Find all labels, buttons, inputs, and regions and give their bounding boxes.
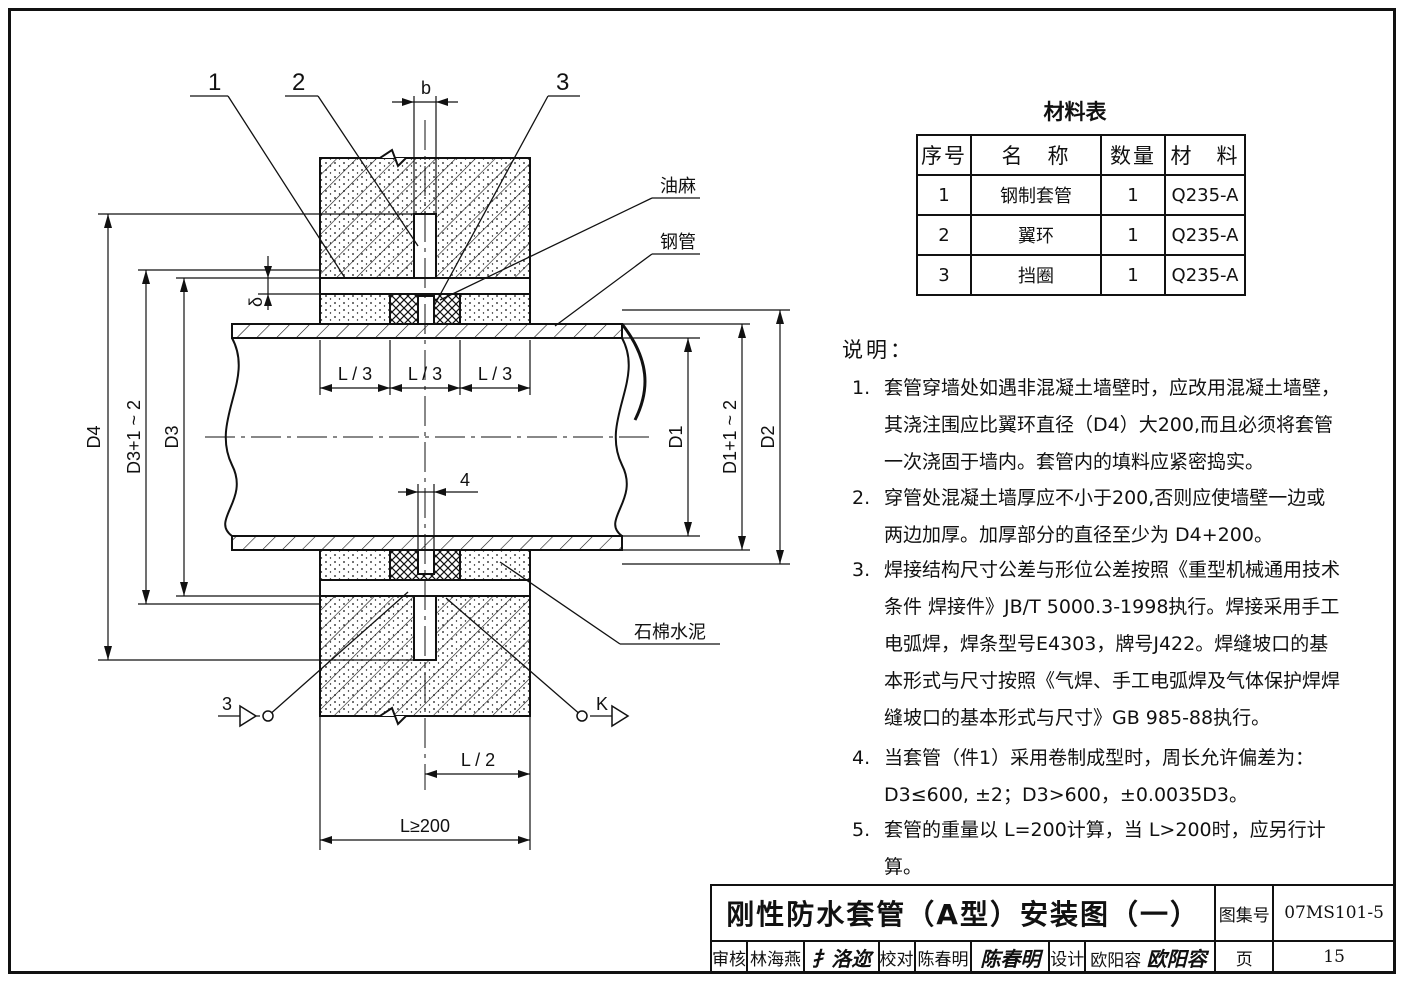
dim-4-label: 4: [460, 470, 470, 490]
steel-pipe: [224, 323, 647, 551]
reviewer-signature: 扌洛迩: [802, 940, 880, 974]
table-row: 3 挡圈 1 Q235-A: [916, 254, 1246, 296]
note-1-number: 1.: [852, 377, 871, 399]
callout-part-3: 3: [556, 69, 569, 96]
notes-heading: 说明：: [842, 338, 914, 362]
note-5: 5. 套管的重量以 L=200计算，当 L>200时，应另行计算。: [852, 812, 1342, 886]
design-label: 设计: [1048, 940, 1087, 974]
header-qty: 数量: [1100, 134, 1166, 176]
l3-dimensions: [319, 340, 531, 395]
note-5-number: 5.: [852, 819, 871, 841]
right-dimensions: [530, 309, 790, 565]
note-2-number: 2.: [852, 487, 871, 509]
asbestos-cement-top-right: [459, 293, 531, 325]
material-table: 序号 名 称 数量 材 料 1 钢制套管 1 Q235-A 2 翼环 1 Q23…: [916, 134, 1246, 296]
checker-name: 陈春明: [913, 940, 973, 974]
header-material: 材 料: [1164, 134, 1246, 176]
page-number: 15: [1272, 940, 1396, 974]
row1-material: Q235-A: [1164, 174, 1246, 216]
note-2: 2. 穿管处混凝土墙厚应不小于200,否则应使墙壁一边或两边加厚。加厚部分的直径…: [852, 480, 1342, 554]
row3-qty: 1: [1100, 254, 1166, 296]
dim-d2-label: D2: [758, 425, 778, 448]
dim-l3-c-label: L / 3: [478, 364, 512, 384]
left-dimension-arrows: [104, 214, 272, 660]
note-3-text: 焊接结构尺寸公差与形位公差按照《重型机械通用技术条件 焊接件》JB/T 5000…: [884, 559, 1341, 729]
label-oil-hemp: 油麻: [660, 176, 696, 196]
asbestos-cement-top-left: [319, 293, 391, 325]
row2-qty: 1: [1100, 214, 1166, 256]
break-mark-bottom: [379, 706, 407, 726]
row3-material: Q235-A: [1164, 254, 1246, 296]
note-5-text: 套管的重量以 L=200计算，当 L>200时，应另行计算。: [884, 819, 1326, 878]
section-left-label: 3: [222, 694, 232, 714]
row1-no: 1: [916, 174, 972, 216]
row2-no: 2: [916, 214, 972, 256]
retaining-ring-bottom: [417, 549, 435, 575]
dim-l3-b-label: L / 3: [408, 364, 442, 384]
callout-part-1: 1: [208, 69, 221, 96]
table-row: 1 钢制套管 1 Q235-A: [916, 174, 1246, 216]
dim-l2-label: L / 2: [461, 750, 495, 770]
dim-d3-tol-label: D3+1 ~ 2: [124, 400, 144, 474]
row3-name: 挡圈: [970, 254, 1102, 296]
note-3-number: 3.: [852, 559, 871, 581]
title-block: 刚性防水套管（A型）安装图（一） 图集号 07MS101-5 审核 林海燕 扌洛…: [709, 884, 1396, 974]
callout-part-2: 2: [292, 69, 305, 96]
drawing-title: 刚性防水套管（A型）安装图（一）: [709, 884, 1217, 942]
designer-cell: 欧阳容 欧阳容: [1084, 940, 1217, 974]
dim-l-label: L≥200: [400, 816, 450, 836]
designer-signature: 欧阳容: [1146, 946, 1207, 971]
atlas-label: 图集号: [1214, 884, 1275, 942]
asbestos-cement-bottom-left: [319, 549, 391, 581]
dim-delta-label: δ: [246, 297, 266, 307]
header-no: 序号: [916, 134, 972, 176]
label-steel-pipe: 钢管: [660, 232, 696, 252]
note-1-text: 套管穿墙处如遇非混凝土墙壁时，应改用混凝土墙壁，其浇注围应比翼环直径（D4）大2…: [884, 377, 1341, 473]
checker-signature: 陈春明: [970, 940, 1051, 974]
row2-material: Q235-A: [1164, 214, 1246, 256]
note-3: 3. 焊接结构尺寸公差与形位公差按照《重型机械通用技术条件 焊接件》JB/T 5…: [852, 552, 1342, 737]
dim-l3-a-label: L / 3: [338, 364, 372, 384]
drawing-frame: [8, 8, 1396, 974]
row1-qty: 1: [1100, 174, 1166, 216]
left-dimensions: [98, 213, 414, 661]
bottom-dimensions: [319, 716, 531, 850]
row3-no: 3: [916, 254, 972, 296]
designer-name: 欧阳容: [1090, 950, 1142, 971]
note-4-text: 当套管（件1）采用卷制成型时，周长允许偏差为：D3≤600, ±2；D3>600…: [884, 747, 1315, 806]
page-label: 页: [1214, 940, 1275, 974]
check-label: 校对: [877, 940, 916, 974]
dim-d4-label: D4: [84, 425, 104, 448]
review-label: 审核: [710, 940, 748, 974]
leader-lines: [190, 95, 720, 717]
note-4-number: 4.: [852, 747, 871, 769]
material-table-header: 序号 名 称 数量 材 料: [916, 134, 1246, 176]
material-table-title: 材料表: [1043, 100, 1107, 124]
dim-b-label: b: [421, 78, 431, 98]
reviewer-name: 林海燕: [746, 940, 805, 974]
section-right-label: K: [596, 694, 608, 714]
note-4: 4. 当套管（件1）采用卷制成型时，周长允许偏差为：D3≤600, ±2；D3>…: [852, 740, 1342, 814]
header-name: 名 称: [970, 134, 1102, 176]
row2-name: 翼环: [970, 214, 1102, 256]
dim-d3-label: D3: [162, 425, 182, 448]
retaining-ring-top: [417, 295, 435, 325]
table-row: 2 翼环 1 Q235-A: [916, 214, 1246, 256]
dim-d1-label: D1: [666, 425, 686, 448]
dim-d1-tol-label: D1+1 ~ 2: [720, 400, 740, 474]
label-asbestos-cement: 石棉水泥: [634, 622, 706, 642]
atlas-number: 07MS101-5: [1272, 884, 1396, 942]
row1-name: 钢制套管: [970, 174, 1102, 216]
note-1: 1. 套管穿墙处如遇非混凝土墙壁时，应改用混凝土墙壁，其浇注围应比翼环直径（D4…: [852, 370, 1342, 481]
note-2-text: 穿管处混凝土墙厚应不小于200,否则应使墙壁一边或两边加厚。加厚部分的直径至少为…: [884, 487, 1326, 546]
section-markers: [239, 704, 630, 728]
break-mark-top: [379, 148, 407, 168]
right-dimension-arrows: [684, 310, 784, 564]
